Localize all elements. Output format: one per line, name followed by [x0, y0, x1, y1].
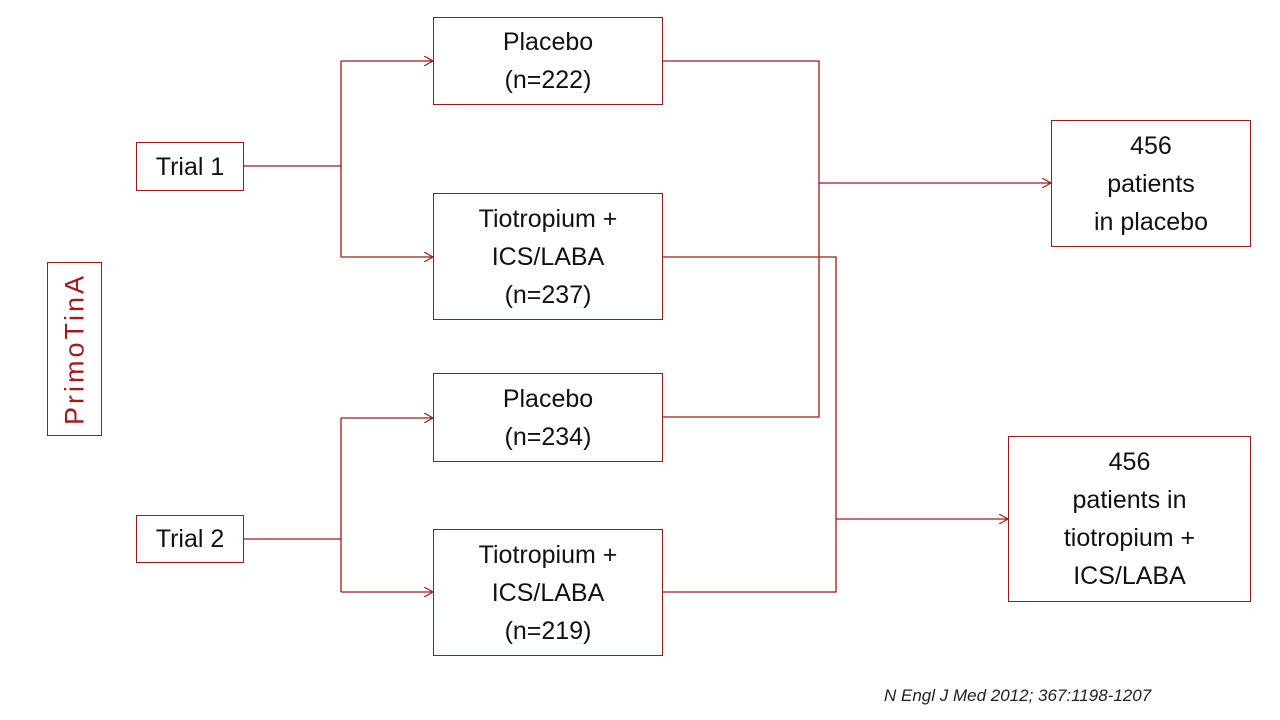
arm-tiotropium-trial-2: Tiotropium + ICS/LABA (n=219)	[433, 529, 663, 656]
trial-1-label: Trial 1	[155, 152, 225, 181]
arm-count: (n=234)	[504, 422, 592, 451]
outcome-label: patients in	[1072, 486, 1187, 514]
arm-count: (n=237)	[504, 280, 592, 309]
outcome-label: patients	[1107, 169, 1195, 198]
outcome-label-line-2: in placebo	[1094, 207, 1208, 236]
arm-label: Placebo	[502, 28, 594, 56]
connector-tiotropium-pool	[662, 256, 837, 593]
arm-placebo-trial-1: Placebo (n=222)	[433, 17, 663, 105]
outcome-label-line-2: tiotropium +	[1063, 524, 1196, 552]
arm-label-line-2: ICS/LABA	[491, 578, 605, 607]
study-label-text: PrimoTinA	[59, 272, 89, 426]
outcome-count: 456	[1108, 448, 1151, 476]
outcome-count: 456	[1130, 131, 1172, 160]
study-label: PrimoTinA	[47, 262, 102, 436]
trial-2-box: Trial 2	[136, 515, 244, 563]
citation: N Engl J Med 2012; 367:1198-1207	[884, 686, 1152, 705]
arm-label: Placebo	[502, 384, 594, 413]
trial-1-box: Trial 1	[136, 142, 244, 191]
arm-label-line-2: ICS/LABA	[491, 242, 605, 271]
outcome-placebo: 456 patients in placebo	[1051, 120, 1251, 247]
outcome-tiotropium: 456 patients in tiotropium + ICS/LABA	[1008, 436, 1251, 602]
arm-tiotropium-trial-1: Tiotropium + ICS/LABA (n=237)	[433, 193, 663, 320]
arm-count: (n=222)	[504, 66, 592, 94]
connector-placebo-pool	[662, 60, 820, 418]
arm-placebo-trial-2: Placebo (n=234)	[433, 373, 663, 462]
arm-label: Tiotropium +	[478, 540, 618, 569]
arm-count: (n=219)	[504, 616, 592, 645]
arm-label: Tiotropium +	[478, 204, 618, 233]
trial-2-label: Trial 2	[155, 525, 225, 553]
outcome-label-line-3: ICS/LABA	[1073, 562, 1186, 590]
